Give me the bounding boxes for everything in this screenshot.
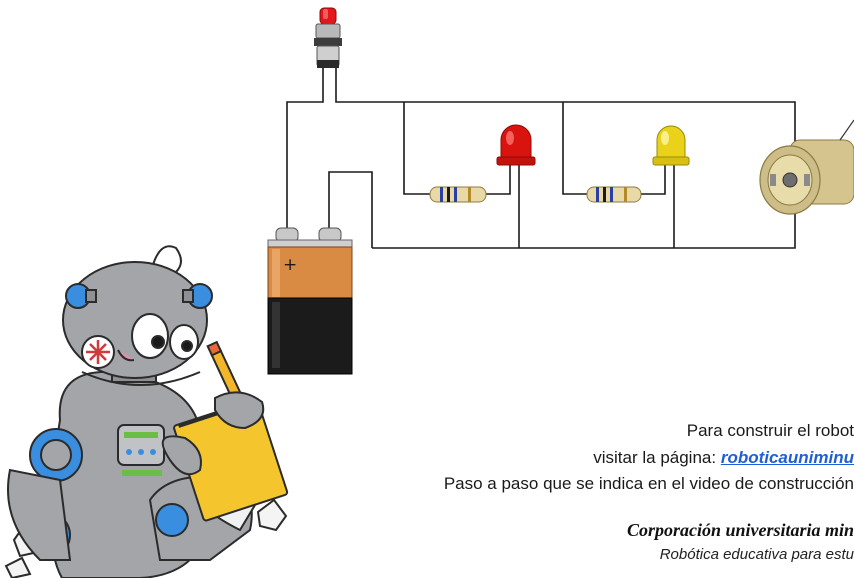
circuit-wires — [286, 75, 796, 249]
organization-name: Corporación universitaria min — [626, 520, 854, 540]
organization-tagline: Robótica educativa para estu — [659, 546, 854, 563]
instruction-line-2: visitar la página: roboticauniminu — [593, 448, 854, 468]
push-button-icon — [314, 7, 342, 75]
robot-mascot-illustration — [4, 245, 289, 578]
resistor-icon — [429, 186, 487, 203]
instruction-line-3: Paso a paso que se indica en el video de… — [443, 474, 854, 493]
dc-motor-icon — [759, 119, 854, 215]
instruction-line-2-prefix: visitar la página: — [593, 448, 721, 467]
yellow-led-icon — [652, 125, 690, 166]
red-led-icon — [496, 124, 536, 166]
website-link[interactable]: roboticauniminu — [720, 448, 854, 467]
instruction-line-1: Para construir el robot — [686, 421, 854, 440]
resistor-icon — [586, 186, 642, 203]
battery-plus-label: + — [283, 255, 298, 275]
battery-icon — [267, 227, 353, 375]
